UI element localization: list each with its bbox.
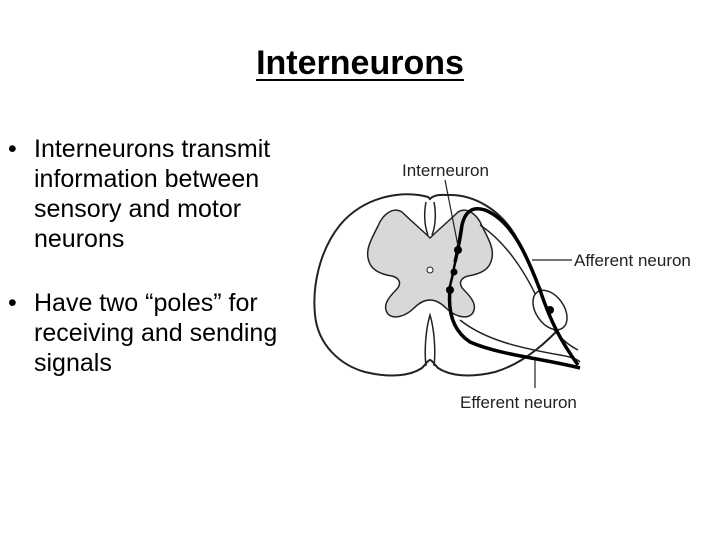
efferent-neuron-label: Efferent neuron	[460, 393, 577, 412]
interneuron-label: Interneuron	[402, 161, 489, 180]
dorsal-median-line	[423, 201, 437, 236]
slide-title: Interneurons	[0, 44, 720, 83]
efferent-cell-body	[446, 286, 454, 294]
bullet-item: Have two “poles” for receiving and sendi…	[8, 288, 320, 378]
interneuron-leader	[444, 179, 459, 247]
interneuron-cell-body	[454, 246, 462, 254]
efferent-neuron-path	[447, 289, 581, 370]
afferent-cell-body	[546, 306, 554, 314]
ventral-fissure	[424, 312, 436, 367]
slide-title-text: Interneurons	[256, 44, 464, 82]
bullet-item: Interneurons transmit information betwee…	[8, 134, 320, 254]
spinal-cord-diagram: Interneuron Afferent neuron Efferent neu…	[313, 161, 691, 412]
afferent-neuron-label: Afferent neuron	[574, 251, 691, 270]
synapse-dot	[450, 268, 458, 276]
bullet-list: Interneurons transmit information betwee…	[8, 134, 320, 412]
central-canal	[426, 266, 434, 274]
